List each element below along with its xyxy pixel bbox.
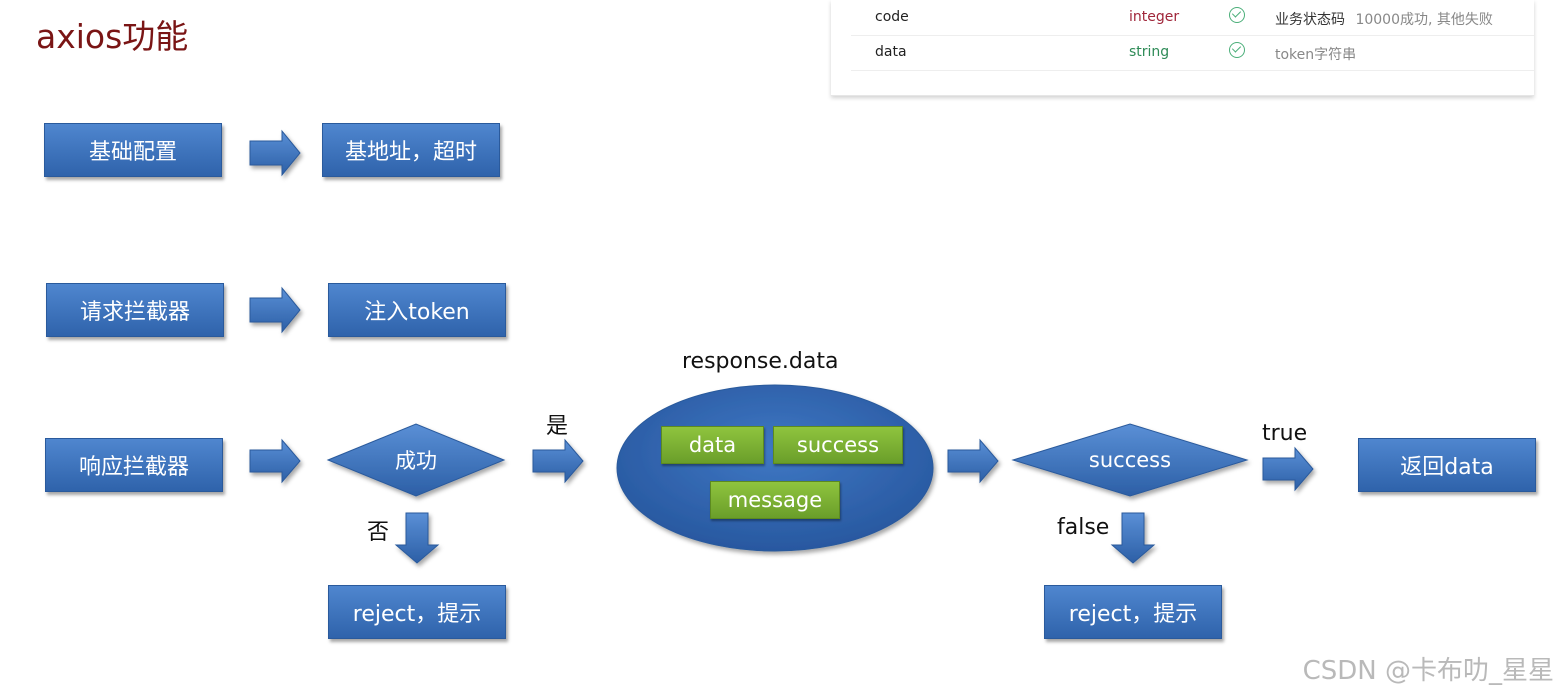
true-label: true <box>1262 421 1308 446</box>
required-check-icon <box>1229 42 1245 62</box>
description-extra: token字符串 <box>1275 47 1357 63</box>
decision2-label: success <box>1088 448 1172 472</box>
request-interceptor-box: 请求拦截器 <box>46 283 224 337</box>
watermark: CSDN @卡布叻_星星 <box>1302 656 1554 686</box>
arrow-right-icon <box>532 438 584 484</box>
reject-prompt-box-2: reject，提示 <box>1044 585 1222 639</box>
field-description: token字符串 <box>1275 44 1356 64</box>
arrow-right-icon <box>249 129 301 177</box>
field-description: 业务状态码 10000成功, 其他失败 <box>1275 9 1493 29</box>
base-url-timeout-box: 基地址，超时 <box>322 123 500 177</box>
reject-prompt-box: reject，提示 <box>328 585 506 639</box>
false-label: false <box>1057 515 1110 540</box>
description-main: 业务状态码 <box>1275 12 1345 28</box>
arrow-right-icon <box>249 286 301 334</box>
no-label: 否 <box>367 520 390 545</box>
arrow-right-icon <box>1262 446 1314 492</box>
table-row: code integer 业务状态码 10000成功, 其他失败 <box>851 0 1534 36</box>
required-check-icon <box>1229 7 1245 27</box>
field-data-box: data <box>661 426 764 464</box>
basic-config-box: 基础配置 <box>44 123 222 177</box>
decision1-label: 成功 <box>395 449 437 473</box>
field-type: integer <box>1129 9 1180 25</box>
return-data-box: 返回data <box>1358 438 1536 492</box>
field-name: data <box>875 44 907 60</box>
arrow-down-icon <box>1110 512 1156 564</box>
arrow-down-icon <box>394 512 440 564</box>
page-title: axios功能 <box>36 17 189 56</box>
field-name: code <box>875 9 909 25</box>
yes-label: 是 <box>546 414 569 439</box>
arrow-right-icon <box>249 438 301 484</box>
response-interceptor-box: 响应拦截器 <box>45 438 223 492</box>
decision-diamond-success <box>326 423 506 497</box>
description-extra: 10000成功, 其他失败 <box>1355 12 1493 28</box>
arrow-right-icon <box>947 438 999 484</box>
table-row: data string token字符串 <box>851 35 1534 71</box>
inject-token-box: 注入token <box>328 283 506 337</box>
response-data-ellipse <box>616 384 934 552</box>
field-type: string <box>1129 44 1170 60</box>
field-success-box: success <box>773 426 903 464</box>
response-data-label: response.data <box>682 349 839 374</box>
api-response-table: code integer 业务状态码 10000成功, 其他失败 data st… <box>831 0 1534 96</box>
field-message-box: message <box>710 481 840 519</box>
decision-diamond-success-flag <box>1011 423 1249 497</box>
